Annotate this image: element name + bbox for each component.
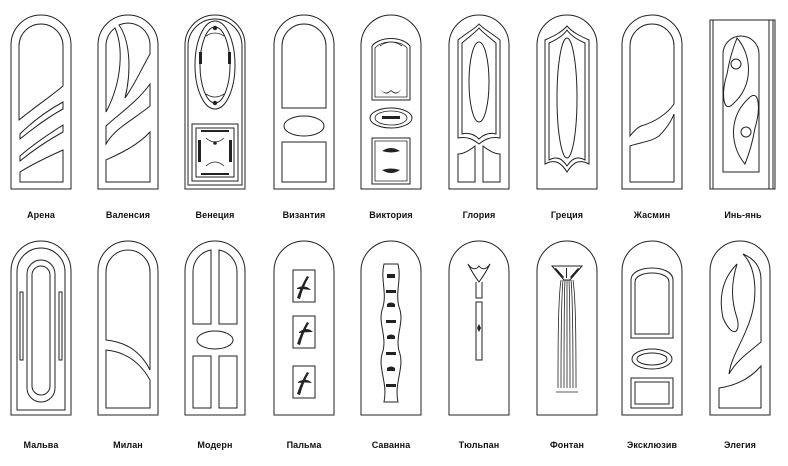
door-caption: Фонтан bbox=[549, 440, 585, 450]
door-caption: Мальва bbox=[23, 440, 59, 450]
door-caption: Эксклюзив bbox=[626, 440, 678, 450]
door-caption: Жасмин bbox=[633, 210, 671, 220]
door-vizantia-drawing bbox=[273, 14, 335, 190]
door-savanna-drawing bbox=[360, 240, 422, 416]
door-tulpan-drawing bbox=[448, 240, 510, 416]
door-grecia-drawing bbox=[536, 14, 598, 190]
door-elegia-drawing bbox=[709, 240, 771, 416]
door-caption: Пальма bbox=[286, 440, 322, 450]
door-caption: Саванна bbox=[371, 440, 411, 450]
door-milan-drawing bbox=[97, 240, 159, 416]
door-victoria-drawing bbox=[360, 14, 422, 190]
door-modern-drawing bbox=[184, 240, 246, 416]
door-caption: Элегия bbox=[724, 440, 756, 450]
door-caption: Греция bbox=[550, 210, 584, 220]
door-exclusive-drawing bbox=[621, 240, 683, 416]
door-valencia-drawing bbox=[97, 14, 159, 190]
door-fontan-drawing bbox=[536, 240, 598, 416]
door-arena-drawing bbox=[10, 14, 72, 190]
door-caption: Византия bbox=[282, 210, 326, 220]
door-caption: Глория bbox=[462, 210, 496, 220]
door-caption: Тюльпан bbox=[458, 440, 500, 450]
door-palma-drawing bbox=[273, 240, 335, 416]
door-caption: Виктория bbox=[369, 210, 413, 220]
door-caption: Арена bbox=[27, 210, 55, 220]
door-malva-drawing bbox=[10, 240, 72, 416]
door-caption: Валенсия bbox=[105, 210, 151, 220]
door-caption: Милан bbox=[113, 440, 143, 450]
door-jasmin-drawing bbox=[621, 14, 683, 190]
door-caption: Инь-янь bbox=[724, 210, 762, 220]
door-caption: Модерн bbox=[197, 440, 233, 450]
door-gloria-drawing bbox=[448, 14, 510, 190]
door-yinyang-drawing bbox=[709, 19, 776, 190]
door-caption: Венеция bbox=[195, 210, 235, 220]
door-venecia-drawing bbox=[184, 14, 246, 190]
